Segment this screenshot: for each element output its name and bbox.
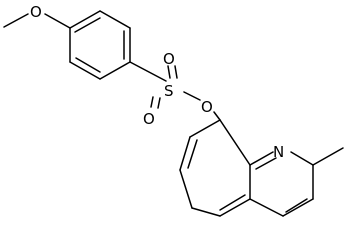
ester-oxygen-label: O <box>201 98 213 116</box>
structure-canvas: O S O O O N <box>3 3 344 217</box>
sulfonyl-oxygen-top-label: O <box>163 50 175 68</box>
methoxy-oxygen-label: O <box>30 3 42 21</box>
methoxy-ring-bond <box>44 13 71 29</box>
ring-nitrogen-label: N <box>273 143 284 161</box>
structure-drawing: O S O O O N <box>3 3 344 217</box>
oxygen-quinoline-bond <box>213 111 221 121</box>
quinoline-ring <box>179 119 344 217</box>
methyl-bond <box>3 13 29 28</box>
benzene-ring <box>69 10 131 80</box>
sulfonyl-double-bond-bottom-2 <box>157 97 161 109</box>
sulfur-label: S <box>164 82 174 100</box>
sulfur-oxygen-bond <box>183 91 201 101</box>
sulfonyl-double-bond-top-2 <box>174 65 178 79</box>
ring-sulfur-bond <box>129 61 167 82</box>
sulfonyl-double-bond-bottom <box>150 96 154 108</box>
sulfonyl-double-bond-top <box>167 65 171 79</box>
sulfonyl-oxygen-bottom-label: O <box>143 110 155 128</box>
